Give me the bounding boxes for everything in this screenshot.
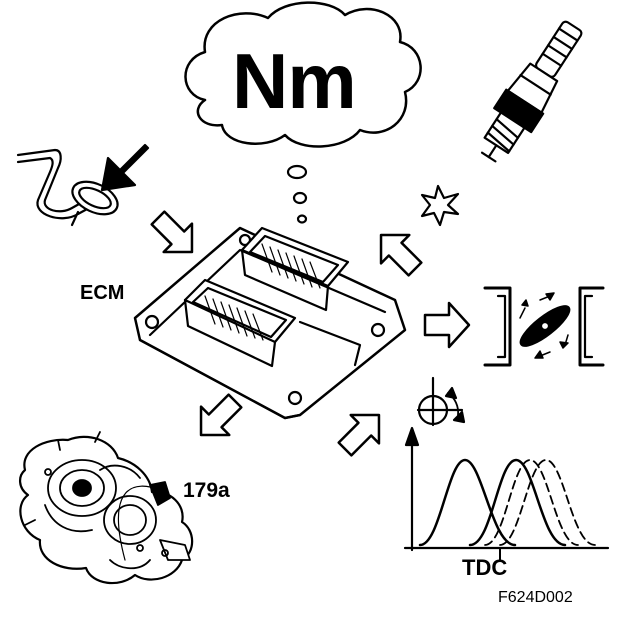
arrow-to-turbo [199, 393, 243, 437]
timing-curve-2 [468, 458, 567, 547]
timing-curve-4 [499, 459, 596, 546]
torque-label: Nm [232, 37, 357, 125]
ecm-unit-icon [133, 226, 407, 420]
arrow-to-spark-plug [379, 233, 423, 277]
ecm-label: ECM [80, 282, 125, 304]
spark-plug-icon [480, 20, 583, 163]
ignition-timing-icon [416, 376, 466, 427]
arrow-into-ecm [150, 210, 194, 254]
spark-star-icon [420, 184, 460, 227]
throttle-valve-icon [483, 286, 605, 367]
timing-curve-3 [484, 459, 579, 546]
component-label: 179a [183, 479, 230, 502]
turbocharger-icon [19, 431, 194, 585]
arrow-to-throttle [423, 301, 471, 349]
thought-cloud-icon [184, 1, 422, 224]
figure-code: F624D002 [498, 589, 573, 606]
black-arrow-icon [100, 143, 150, 192]
tdc-label: TDC [462, 555, 508, 580]
timing-curves-graph [403, 426, 610, 561]
arrow-to-timing [337, 413, 381, 457]
timing-curve-1 [418, 458, 517, 547]
